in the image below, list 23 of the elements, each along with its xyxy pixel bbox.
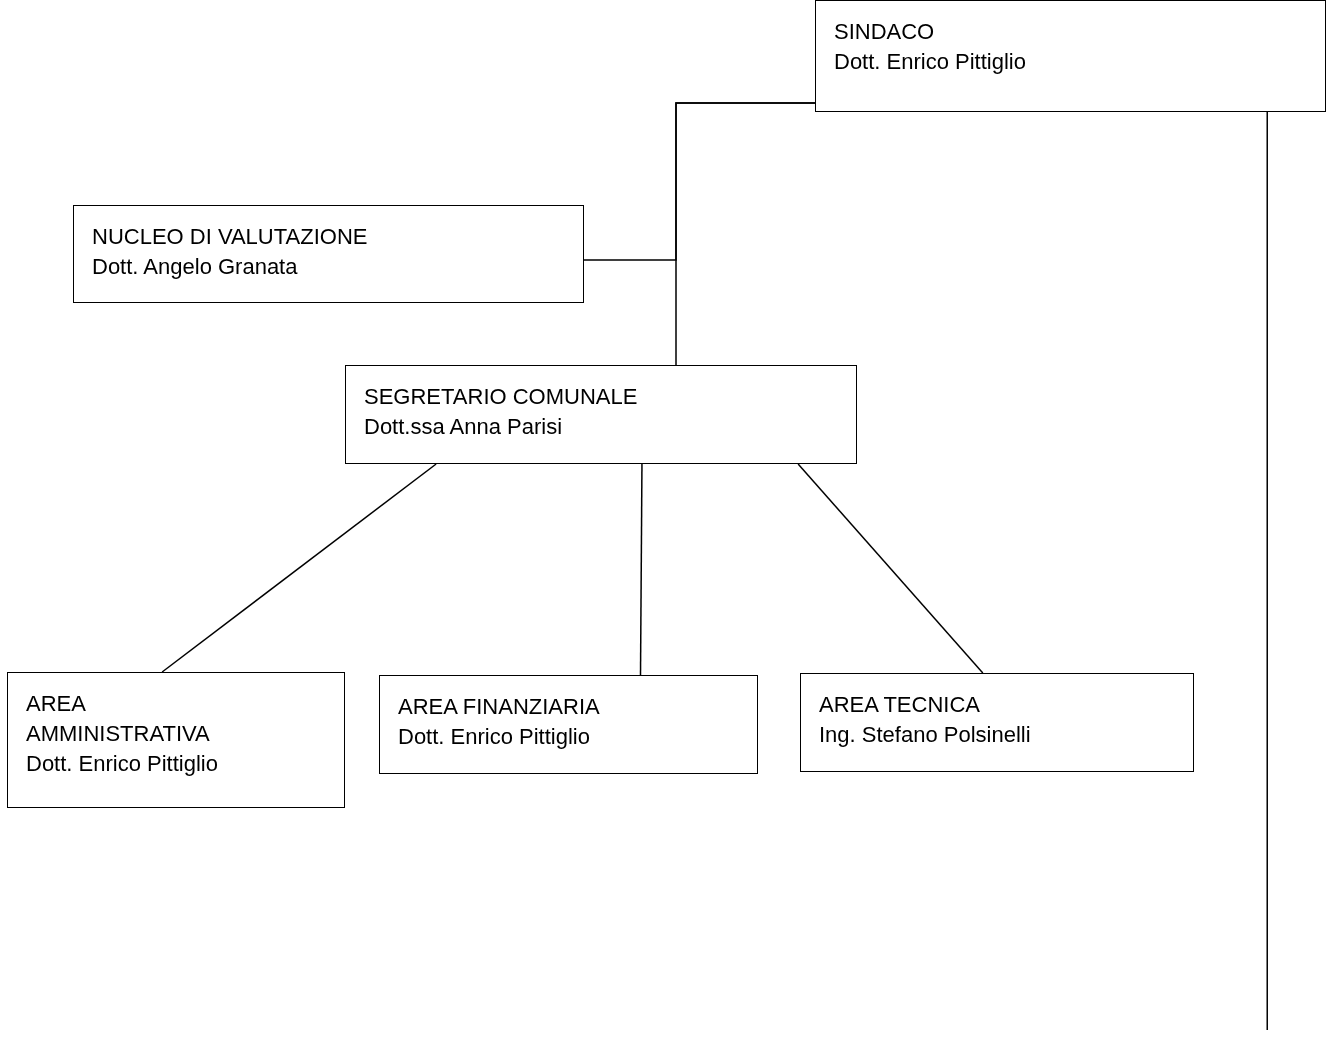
org-box (7, 672, 345, 808)
connector-line (1266, 111, 1268, 1031)
unit-title: SEGRETARIO COMUNALE (364, 383, 639, 411)
person-name: Dott. Angelo Granata (92, 253, 299, 281)
person-name: Dott. Enrico Pittiglio (834, 48, 1027, 76)
person-name: Dott. Enrico Pittiglio (26, 750, 219, 778)
person-name: Dott.ssa Anna Parisi (364, 413, 564, 441)
connector-line (797, 463, 984, 674)
unit-title: NUCLEO DI VALUTAZIONE (92, 223, 369, 251)
connector-line (161, 463, 437, 673)
unit-title: SINDACO (834, 18, 936, 46)
person-name: Dott. Enrico Pittiglio (398, 723, 591, 751)
unit-title: AREA AMMINISTRATIVA (26, 690, 211, 748)
connector-line (639, 463, 643, 676)
org-box (345, 365, 857, 464)
unit-title: AREA FINANZIARIA (398, 693, 601, 721)
unit-title: AREA TECNICA (819, 691, 981, 719)
org-box (379, 675, 758, 774)
person-name: Ing. Stefano Polsinelli (819, 721, 1032, 749)
org-box (73, 205, 584, 303)
connector-line (675, 102, 816, 366)
org-box (800, 673, 1194, 772)
org-box (815, 0, 1326, 112)
